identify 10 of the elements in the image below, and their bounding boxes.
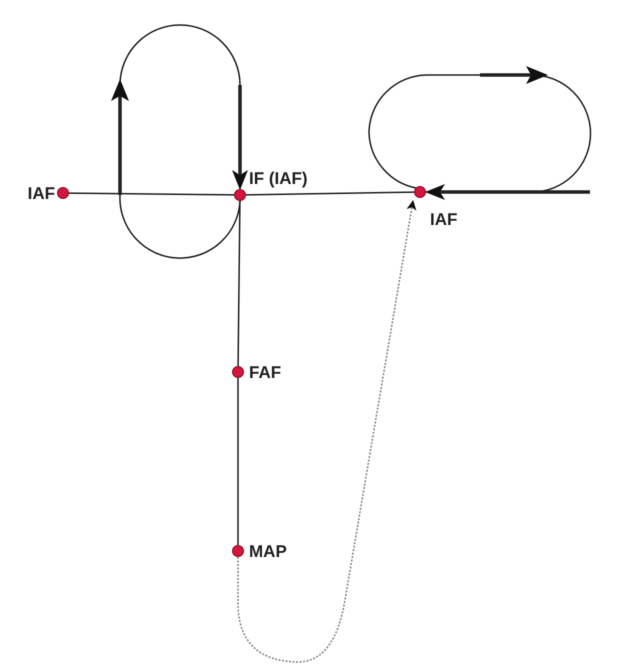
waypoint-label: IF (IAF) [249,170,308,187]
waypoint-label: FAF [249,364,282,381]
waypoint-label: MAP [249,543,287,560]
waypoint-dot [57,187,69,199]
waypoint-label: IAF [430,211,458,228]
waypoint-dot [414,186,426,198]
waypoint-dot [232,545,244,557]
waypoint-dot [234,189,246,201]
waypoint-dot [232,366,244,378]
waypoint-label: IAF [28,185,55,202]
